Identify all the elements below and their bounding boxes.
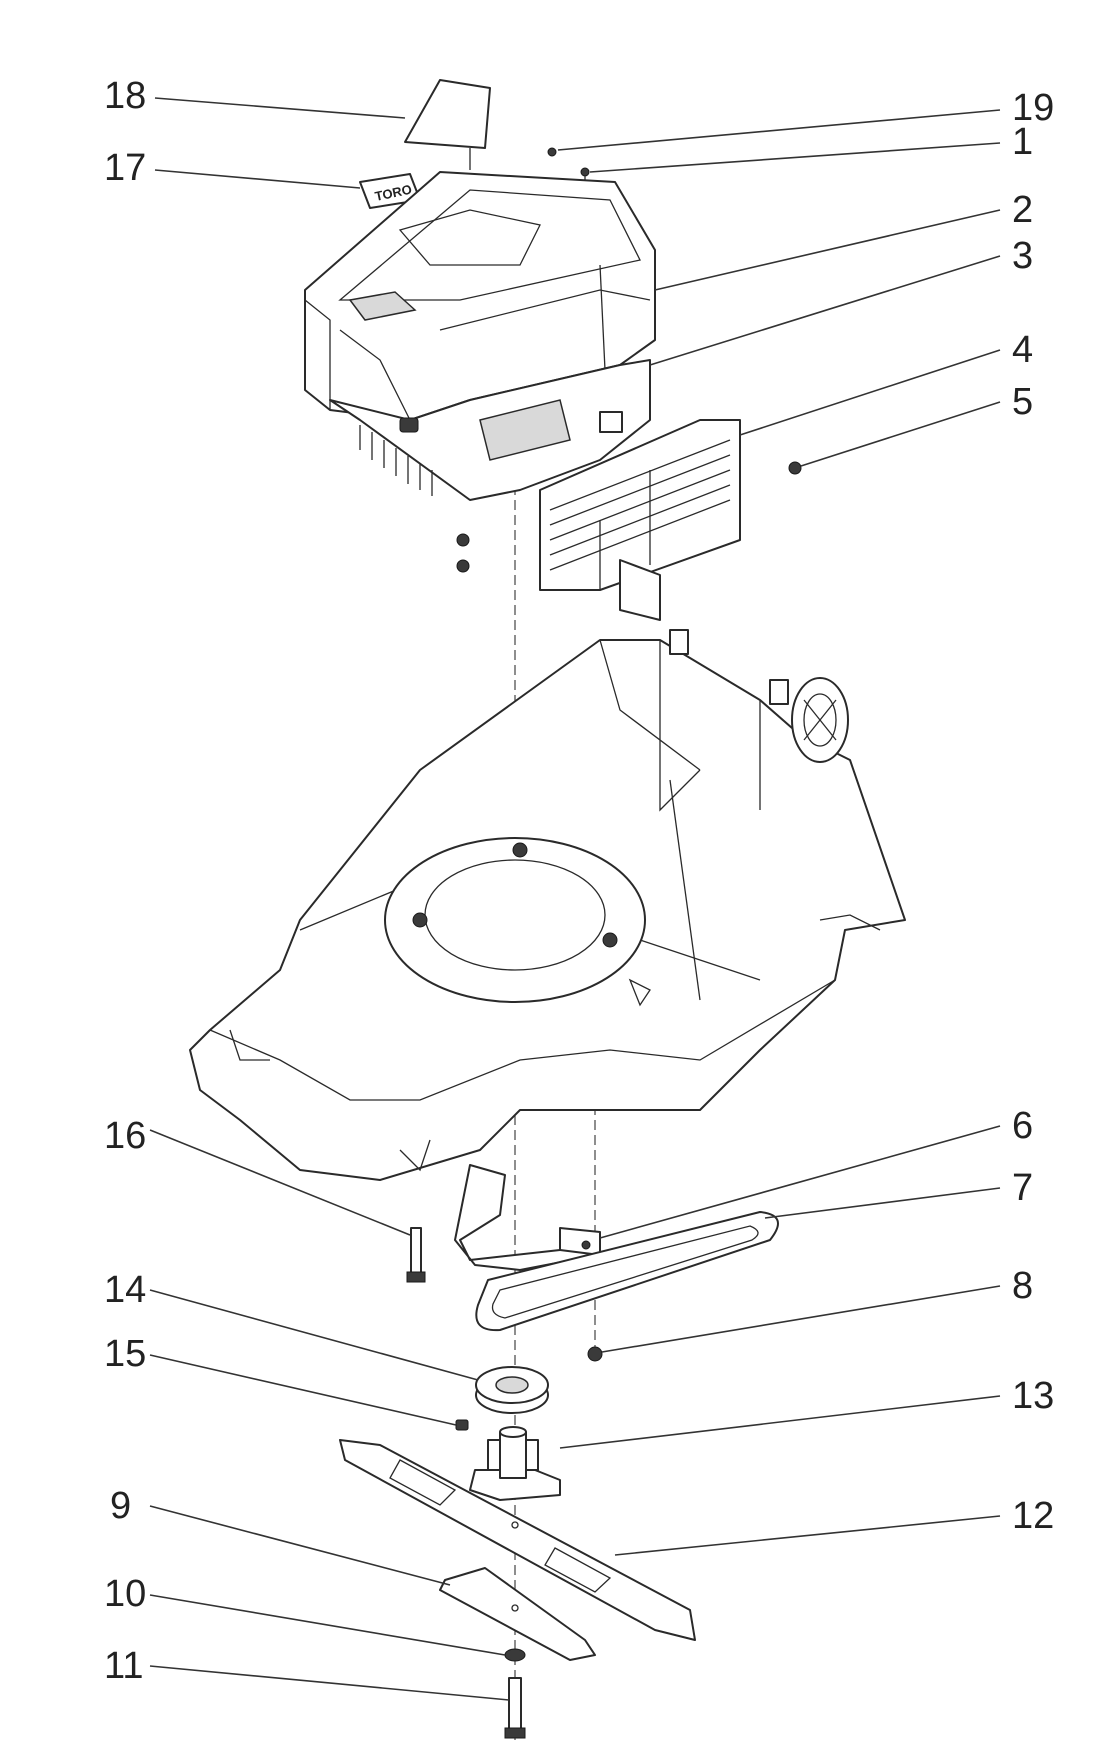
part-13-blade-adapter xyxy=(469,1426,561,1501)
deck-spindle-ring xyxy=(384,837,646,1003)
leader-13 xyxy=(559,1395,1001,1449)
part-6-belt-bracket xyxy=(454,1164,601,1271)
callout-17: 17 xyxy=(104,147,146,189)
callout-3: 3 xyxy=(1012,235,1033,277)
callout-18: 18 xyxy=(104,75,146,117)
leader-15 xyxy=(149,1354,457,1426)
part-5-nut-left-a xyxy=(456,533,470,547)
leader-17 xyxy=(154,169,361,189)
leader-10 xyxy=(149,1594,506,1656)
part-19-screw xyxy=(547,147,557,157)
part-16-bolt xyxy=(406,1227,426,1283)
leader-14 xyxy=(149,1289,479,1381)
callout-5: 5 xyxy=(1012,381,1033,423)
callout-4: 4 xyxy=(1012,329,1033,371)
part-17-logo-badge: TORO xyxy=(359,173,421,209)
part-18-decal xyxy=(404,79,491,170)
leader-5 xyxy=(800,401,1001,467)
part-14-pulley xyxy=(475,1366,549,1414)
leader-18 xyxy=(154,97,406,119)
callout-6: 6 xyxy=(1012,1105,1033,1147)
leader-11 xyxy=(149,1665,510,1701)
callout-19: 19 xyxy=(1012,87,1054,129)
part-2-engine-cover xyxy=(304,171,656,421)
leader-1 xyxy=(589,142,1001,173)
callout-1: 1 xyxy=(1012,121,1033,163)
callout-9: 9 xyxy=(110,1485,131,1527)
part-11-blade-bolt xyxy=(504,1677,526,1739)
part-4-grille xyxy=(539,419,741,591)
part-3-engine-block xyxy=(329,359,651,501)
part-5-nut xyxy=(788,461,802,475)
leader-9 xyxy=(149,1505,451,1586)
part-15-bolt xyxy=(455,1419,469,1431)
leader-12 xyxy=(614,1515,1001,1556)
leader-8 xyxy=(601,1285,1001,1353)
part-7-drive-belt xyxy=(475,1211,779,1332)
callout-13: 13 xyxy=(1012,1375,1054,1417)
part-9-stiffener xyxy=(439,1567,596,1661)
callout-10: 10 xyxy=(104,1573,146,1615)
leader-7 xyxy=(764,1187,1001,1219)
callout-16: 16 xyxy=(104,1115,146,1157)
callout-15: 15 xyxy=(104,1333,146,1375)
leader-2 xyxy=(654,209,1001,291)
mower-deck xyxy=(189,559,906,1181)
rear-wheel xyxy=(791,677,849,763)
leader-16 xyxy=(149,1129,411,1236)
part-8-nut xyxy=(587,1346,603,1362)
leader-3 xyxy=(649,255,1001,366)
callout-2: 2 xyxy=(1012,189,1033,231)
part-10-washer xyxy=(504,1648,526,1662)
leader-6 xyxy=(599,1125,1001,1239)
callout-12: 12 xyxy=(1012,1495,1054,1537)
callout-7: 7 xyxy=(1012,1167,1033,1209)
part-12-blade xyxy=(339,1439,696,1641)
callout-14: 14 xyxy=(104,1269,146,1311)
callout-8: 8 xyxy=(1012,1265,1033,1307)
callout-11: 11 xyxy=(104,1645,143,1687)
part-5-nut-left-b xyxy=(456,559,470,573)
leader-19 xyxy=(557,109,1001,151)
leader-4 xyxy=(739,349,1001,436)
